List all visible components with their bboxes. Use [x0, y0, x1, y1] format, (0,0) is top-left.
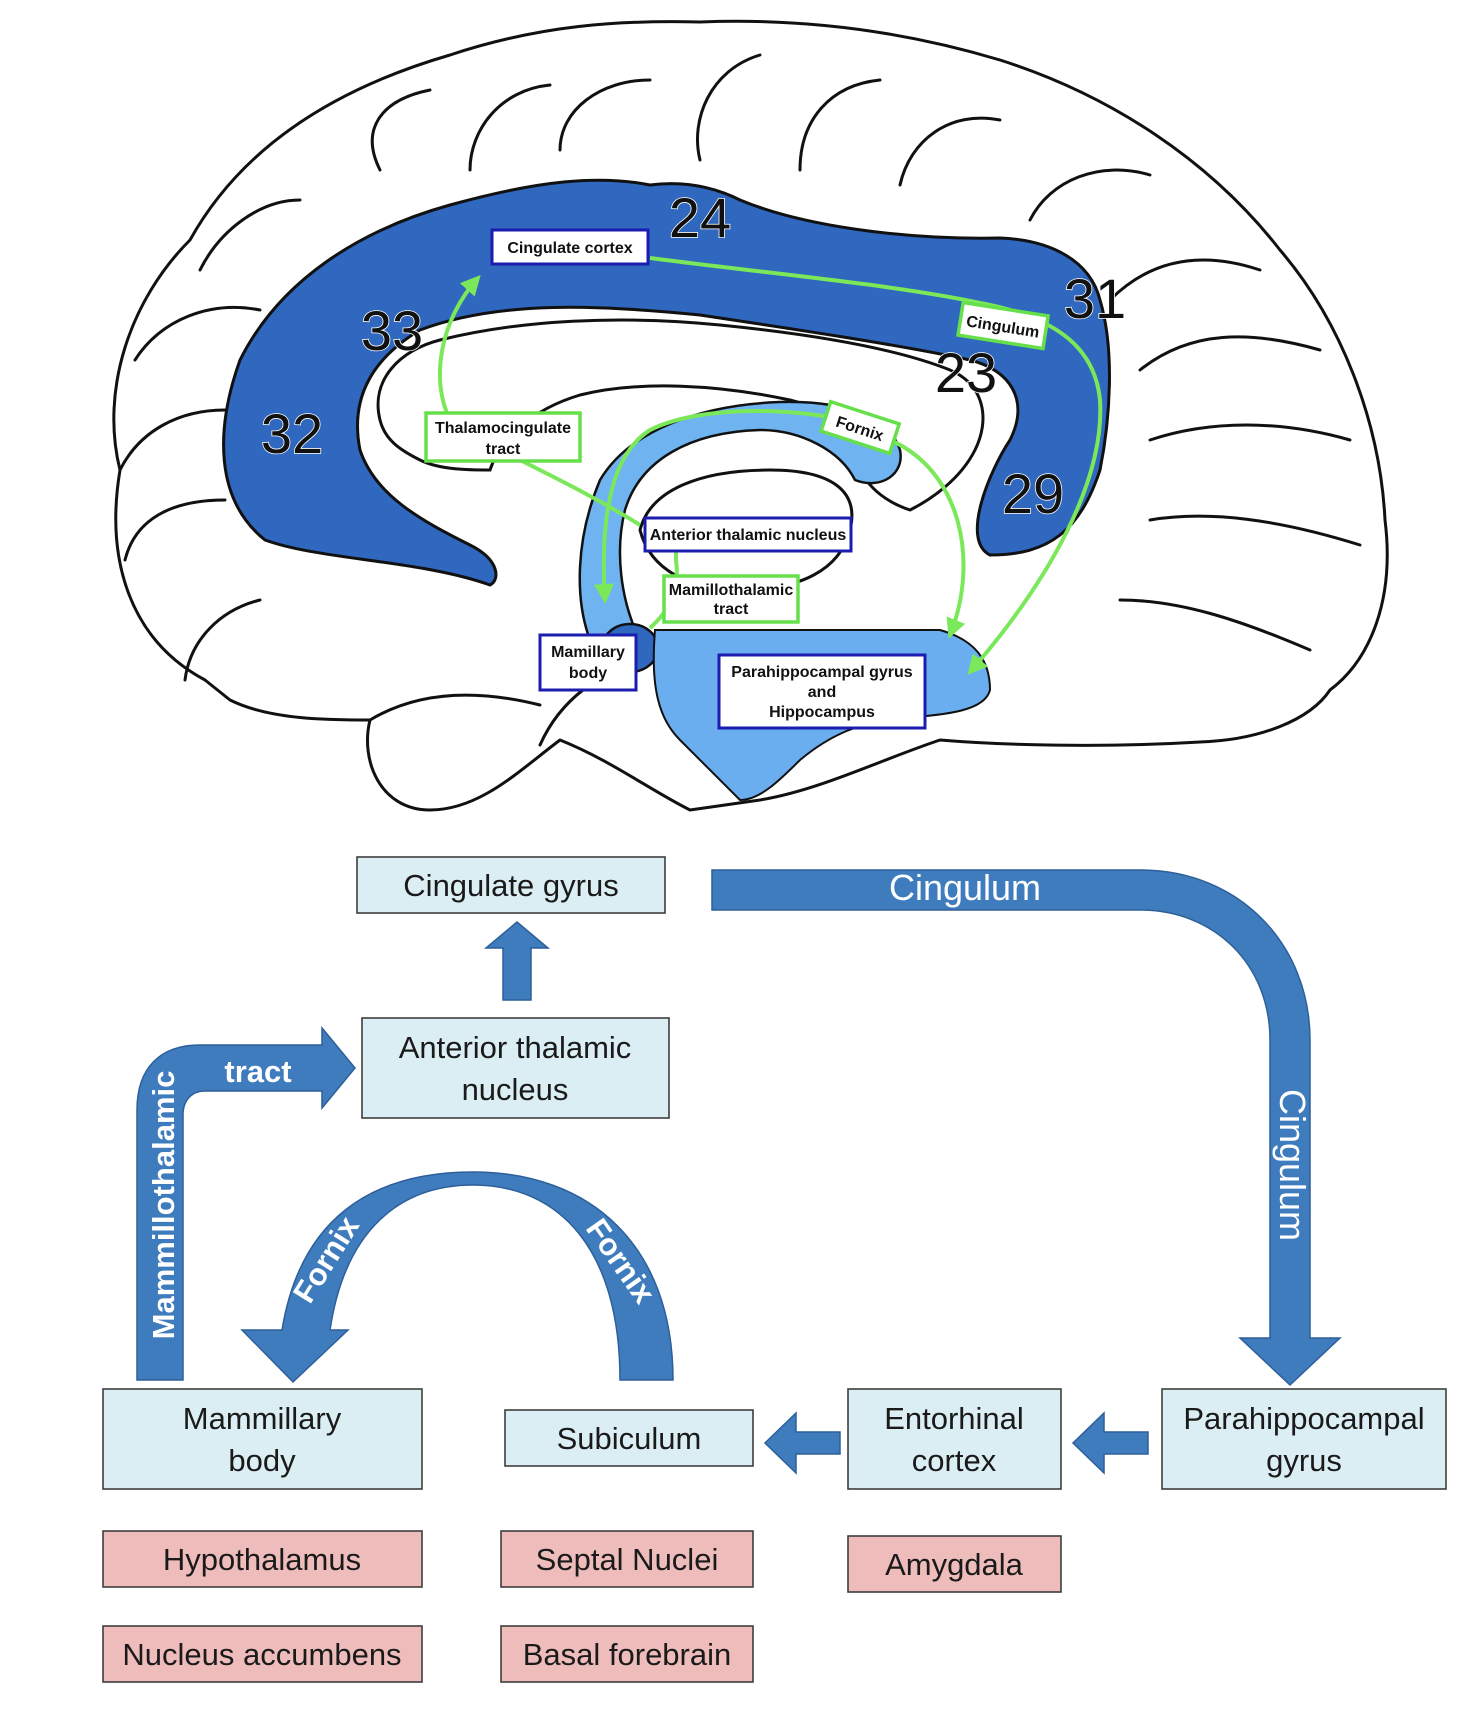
- mamillary-label-line2: body: [569, 665, 607, 682]
- label-thalamocingulate: Thalamocingulate tract: [424, 411, 582, 463]
- cingulate-gyrus-text: Cingulate gyrus: [403, 868, 618, 903]
- fornix-tract-path: [889, 438, 966, 639]
- area-29-label: 29: [1002, 462, 1064, 525]
- subiculum-text: Subiculum: [557, 1421, 702, 1456]
- label-anterior-thalamic-nucleus: Anterior thalamic nucleus: [643, 516, 853, 553]
- parahippocampal-label-line3: Hippocampus: [769, 704, 875, 721]
- brain-illustration: Cingulate cortex Cingulum Fornix Thalamo…: [112, 19, 1389, 812]
- label-cingulum: Cingulum: [956, 300, 1051, 351]
- mammillary-text-line1: Mammillary: [183, 1401, 342, 1436]
- label-cingulate-cortex: Cingulate cortex: [490, 228, 650, 266]
- area-23-label: 23: [935, 341, 997, 404]
- mammillothalamic-arrow-label: Mammillothalamic: [146, 1071, 181, 1340]
- thalamocingulate-tract-path: [438, 275, 481, 421]
- entorhinal-to-subiculum-arrow: [763, 1411, 841, 1475]
- nucleus-accumbens-text: Nucleus accumbens: [122, 1637, 401, 1672]
- anterior-thalamic-nucleus-label: Anterior thalamic nucleus: [650, 527, 847, 544]
- area-24-label: 24: [669, 186, 731, 249]
- parahippocampal-label-line2: and: [808, 684, 836, 701]
- cingulum-tract-path: [649, 256, 1103, 676]
- thalamocingulate-label-line2: tract: [486, 441, 521, 458]
- sulci: [118, 53, 1362, 747]
- septal-nuclei-box: Septal Nuclei: [500, 1530, 754, 1588]
- parahippocampal-to-entorhinal-arrow: [1071, 1411, 1149, 1475]
- label-parahippocampal: Parahippocampal gyrus and Hippocampus: [717, 653, 927, 730]
- label-mamillary-body: Mamillary body: [538, 633, 638, 692]
- hypothalamus-text: Hypothalamus: [163, 1542, 361, 1577]
- cingulum-arrow-label-side: Cingulum: [1272, 1089, 1313, 1241]
- parahippocampal-gyrus-box: Parahippocampal gyrus: [1161, 1388, 1447, 1490]
- cingulate-gyrus-box: Cingulate gyrus: [356, 856, 666, 914]
- area-32-label: 32: [261, 402, 323, 465]
- mammillary-text-line2: body: [228, 1443, 296, 1478]
- cingulate-gyrus-region: [222, 178, 1111, 587]
- parahippocampal-label-line1: Parahippocampal gyrus: [731, 664, 912, 681]
- fornix-tract-path-upper: [594, 409, 881, 604]
- mamillothalamic-label-line2: tract: [714, 601, 749, 618]
- parahippocampal-text-line2: gyrus: [1266, 1443, 1342, 1478]
- entorhinal-cortex-box: Entorhinal cortex: [847, 1388, 1062, 1490]
- label-mamillothalamic: Mamillothalamic tract: [662, 574, 800, 624]
- cingulum-arrow-label-top: Cingulum: [889, 867, 1041, 908]
- parahippocampal-text-line1: Parahippocampal: [1183, 1401, 1424, 1436]
- anterior-thalamic-text-line1: Anterior thalamic: [399, 1030, 632, 1065]
- cingulate-cortex-label: Cingulate cortex: [507, 240, 632, 257]
- entorhinal-text-line2: cortex: [912, 1443, 997, 1478]
- nucleus-accumbens-box: Nucleus accumbens: [102, 1625, 423, 1683]
- mamillothalamic-label-line1: Mamillothalamic: [669, 582, 794, 599]
- cingulum-arrow: [711, 869, 1342, 1387]
- amygdala-box: Amygdala: [847, 1535, 1062, 1593]
- mamillary-label-line1: Mamillary: [551, 644, 625, 661]
- hypothalamus-box: Hypothalamus: [102, 1530, 423, 1588]
- thalamocingulate-up-arrow: [483, 921, 551, 1001]
- septal-nuclei-text: Septal Nuclei: [536, 1542, 719, 1577]
- thalamocingulate-tract-path-lower: [509, 453, 642, 527]
- subiculum-box: Subiculum: [504, 1409, 754, 1467]
- amygdala-text: Amygdala: [885, 1547, 1024, 1582]
- entorhinal-text-line1: Entorhinal: [884, 1401, 1024, 1436]
- tract-arrow-label: tract: [224, 1054, 291, 1089]
- area-33-label: 33: [361, 299, 423, 362]
- area-31-label: 31: [1064, 267, 1126, 330]
- flow-diagram: Cingulum Cingulum tract Mammillothalamic…: [102, 856, 1447, 1683]
- fornix-arch-arrow: [240, 1171, 674, 1384]
- basal-forebrain-text: Basal forebrain: [523, 1637, 732, 1672]
- anterior-thalamic-text-line2: nucleus: [462, 1072, 569, 1107]
- mammillary-body-box: Mammillary body: [102, 1388, 423, 1490]
- anterior-thalamic-nucleus-box: Anterior thalamic nucleus: [361, 1017, 670, 1119]
- basal-forebrain-box: Basal forebrain: [500, 1625, 754, 1683]
- thalamocingulate-label-line1: Thalamocingulate: [435, 420, 571, 437]
- mammillothalamic-arrow: [136, 1025, 356, 1381]
